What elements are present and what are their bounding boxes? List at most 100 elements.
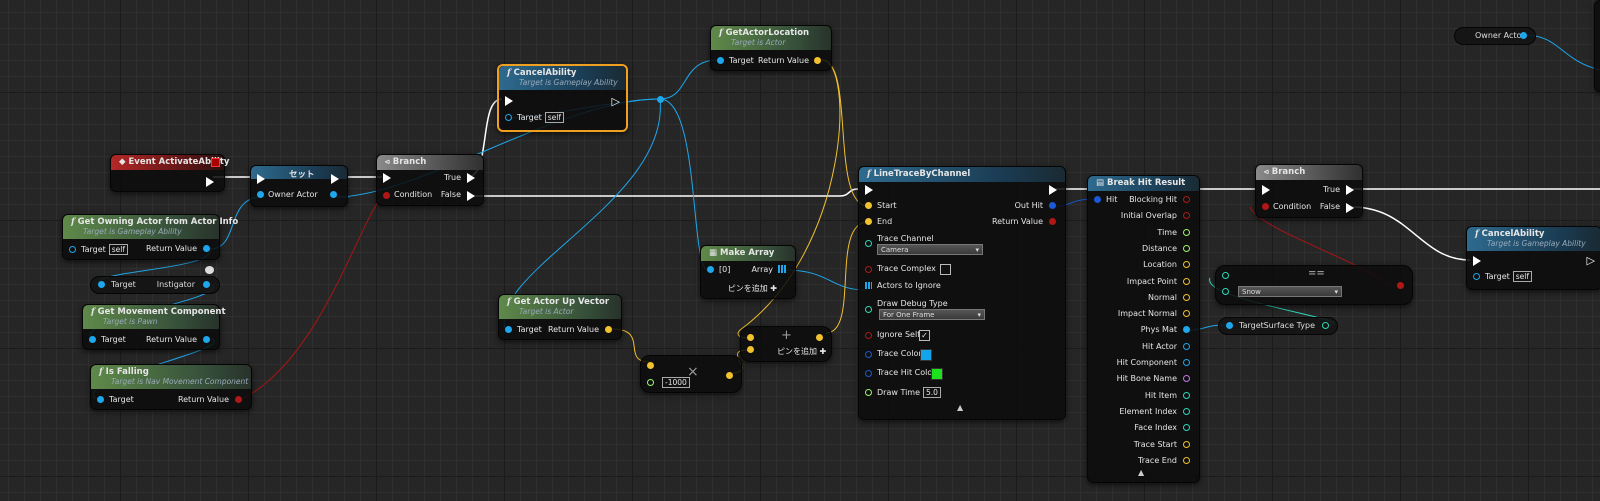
trace-channel-dropdown[interactable]: Camera	[877, 244, 983, 256]
result-pin[interactable]	[1397, 282, 1404, 289]
target-pin[interactable]	[97, 396, 104, 403]
surface-type-dropdown[interactable]: Snow	[1238, 286, 1342, 298]
b-pin[interactable]	[1222, 288, 1229, 295]
exec-in-pin[interactable]	[1473, 256, 1481, 266]
draw-time-value[interactable]: 5.0	[923, 387, 941, 398]
make-array-node[interactable]: ▦ Make Array [0] Array ピンを追加 ✚	[700, 245, 796, 299]
branch-node[interactable]: ⪦ Branch True Condition False	[376, 154, 484, 206]
reroute-knot[interactable]	[205, 266, 214, 274]
add-node[interactable]: + ピンを追加 ✚	[740, 326, 832, 362]
return-value-pin[interactable]	[814, 57, 821, 64]
hit-output-pin[interactable]	[1183, 277, 1190, 285]
exec-in-pin[interactable]	[865, 185, 873, 195]
return-value-pin[interactable]	[1049, 218, 1056, 225]
hit-output-pin[interactable]	[1183, 391, 1190, 399]
collapse-arrow-icon[interactable]: ▲	[957, 403, 964, 412]
end-pin[interactable]	[865, 218, 872, 225]
a-pin[interactable]	[1222, 272, 1229, 279]
trace-hit-color-swatch[interactable]	[931, 368, 943, 380]
target-pin[interactable]	[1226, 322, 1233, 329]
draw-debug-type-pin[interactable]	[865, 306, 872, 313]
add-pin-icon[interactable]: ✚	[770, 284, 777, 293]
owner-actor-in-pin[interactable]	[257, 191, 264, 198]
exec-out-pin[interactable]: ▷	[1586, 254, 1595, 267]
false-exec-pin[interactable]	[1346, 203, 1354, 213]
hit-output-pin[interactable]	[1183, 440, 1190, 448]
array-out-pin[interactable]	[778, 265, 786, 273]
trace-complex-pin[interactable]	[865, 266, 872, 273]
trace-color-swatch[interactable]	[920, 349, 932, 361]
condition-pin[interactable]	[1262, 203, 1269, 210]
target-pin[interactable]	[505, 326, 512, 333]
trace-hit-color-pin[interactable]	[865, 370, 872, 377]
exec-out-pin[interactable]	[1049, 185, 1057, 195]
ignore-self-pin[interactable]	[865, 332, 872, 339]
add-pin-icon[interactable]: ✚	[819, 347, 827, 356]
offscreen-node-edge[interactable]	[1594, 0, 1600, 92]
hit-output-pin[interactable]	[1183, 244, 1190, 252]
instigator-out-pin[interactable]	[203, 281, 210, 288]
hit-output-pin[interactable]	[1183, 375, 1190, 383]
false-exec-pin[interactable]	[467, 191, 475, 201]
owner-actor-getter-node[interactable]: Owner Actor	[1454, 27, 1536, 45]
hit-output-pin[interactable]	[1183, 407, 1190, 415]
ignore-self-checkbox[interactable]: ✓	[919, 330, 930, 341]
true-exec-pin[interactable]	[467, 173, 475, 183]
branch-node[interactable]: ⪦ Branch True Condition False	[1255, 164, 1363, 218]
start-pin[interactable]	[865, 202, 872, 209]
a-pin[interactable]	[647, 362, 654, 369]
exec-out-pin[interactable]	[331, 174, 339, 184]
exec-in-pin[interactable]	[383, 173, 391, 183]
hit-output-pin[interactable]	[1183, 261, 1190, 269]
target-pin[interactable]	[98, 281, 105, 288]
result-pin[interactable]	[726, 372, 733, 379]
out-hit-pin[interactable]	[1049, 202, 1056, 209]
hit-output-pin[interactable]	[1183, 456, 1190, 464]
true-exec-pin[interactable]	[1346, 185, 1354, 195]
b-pin[interactable]	[647, 379, 654, 386]
equal-enum-node[interactable]: Snow ==	[1215, 265, 1413, 305]
target-pin[interactable]	[89, 336, 96, 343]
hit-pin[interactable]	[1094, 196, 1101, 203]
hit-output-pin[interactable]	[1183, 196, 1190, 203]
collapse-arrow-icon[interactable]: ▲	[1138, 468, 1145, 477]
draw-time-pin[interactable]	[865, 389, 872, 396]
index0-pin[interactable]	[707, 266, 714, 273]
return-value-pin[interactable]	[203, 336, 210, 343]
a-pin[interactable]	[747, 334, 754, 341]
hit-output-pin[interactable]	[1183, 359, 1190, 366]
trace-complex-checkbox[interactable]	[940, 264, 951, 275]
surface-type-out-pin[interactable]	[1322, 322, 1329, 329]
exec-in-pin[interactable]	[505, 96, 513, 106]
exec-out-pin[interactable]	[206, 177, 214, 187]
instigator-getter-node[interactable]: Target Instigator	[90, 276, 220, 294]
owner-actor-out-pin[interactable]	[1520, 32, 1527, 39]
return-value-pin[interactable]	[203, 245, 210, 252]
hit-output-pin[interactable]	[1183, 424, 1190, 432]
return-value-pin[interactable]	[605, 326, 612, 333]
set-variable-node[interactable]: セット Owner Actor	[250, 165, 348, 207]
exec-in-pin[interactable]	[1262, 185, 1270, 195]
target-pin[interactable]	[505, 114, 512, 121]
target-pin[interactable]	[1473, 273, 1480, 280]
hit-output-pin[interactable]	[1183, 342, 1190, 350]
trace-channel-pin[interactable]	[865, 240, 872, 247]
hit-output-pin[interactable]	[1183, 326, 1190, 334]
exec-in-pin[interactable]	[257, 174, 265, 184]
reroute-knot[interactable]	[657, 96, 664, 103]
add-pin-label[interactable]: ピンを追加	[727, 284, 768, 293]
return-value-pin[interactable]	[235, 396, 242, 403]
draw-debug-type-dropdown[interactable]: For One Frame	[879, 309, 985, 321]
b-pin[interactable]	[747, 346, 754, 353]
delegate-pin[interactable]	[211, 158, 220, 167]
hit-output-pin[interactable]	[1183, 310, 1190, 318]
trace-color-pin[interactable]	[865, 351, 872, 358]
